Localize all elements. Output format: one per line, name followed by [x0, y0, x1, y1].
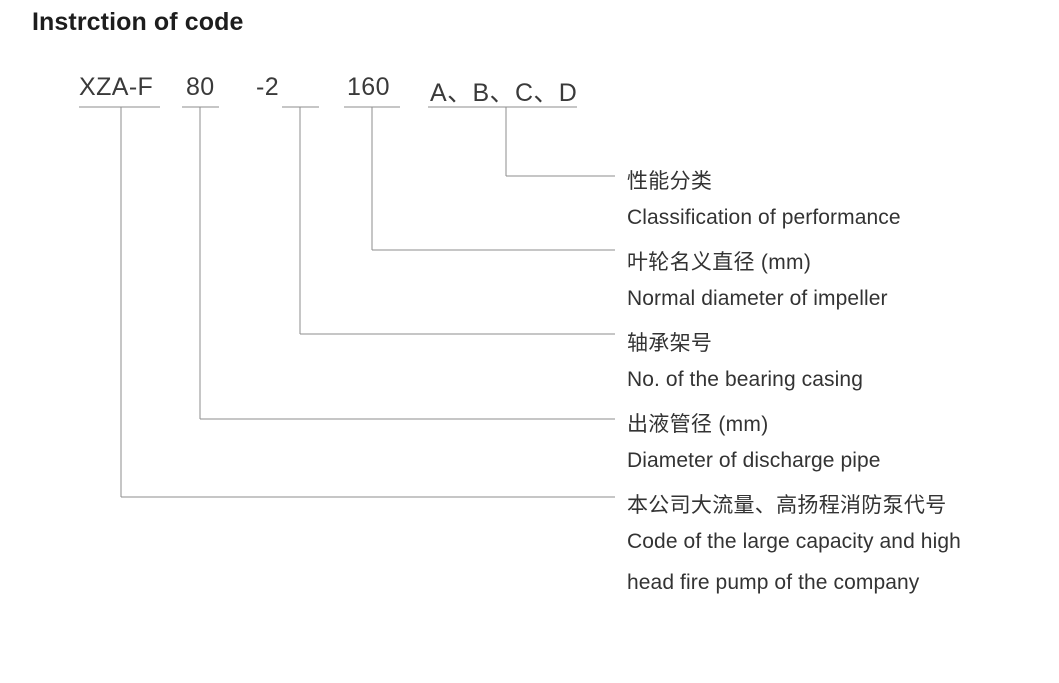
code-token-2: -2 [256, 73, 280, 101]
label-en-2-0: No. of the bearing casing [627, 368, 863, 391]
label-cn-3: 出液管径 (mm) [627, 413, 769, 436]
code-token-3: 160 [347, 73, 390, 101]
label-en-4-0: Code of the large capacity and high [627, 530, 961, 553]
label-en-3-0: Diameter of discharge pipe [627, 449, 881, 472]
label-en-4-1: head fire pump of the company [627, 571, 920, 594]
label-cn-0: 性能分类 [627, 170, 713, 193]
code-token-0: XZA-F [79, 73, 154, 101]
label-cn-2: 轴承架号 [627, 332, 713, 355]
label-en-1-0: Normal diameter of impeller [627, 287, 888, 310]
code-token-4: A、B、C、D [430, 79, 578, 107]
label-en-0-0: Classification of performance [627, 206, 901, 229]
code-token-1: 80 [186, 73, 215, 101]
label-cn-4: 本公司大流量、高扬程消防泵代号 [627, 494, 947, 517]
page-title: Instrction of code [32, 8, 244, 36]
label-cn-1: 叶轮名义直径 (mm) [627, 251, 812, 274]
